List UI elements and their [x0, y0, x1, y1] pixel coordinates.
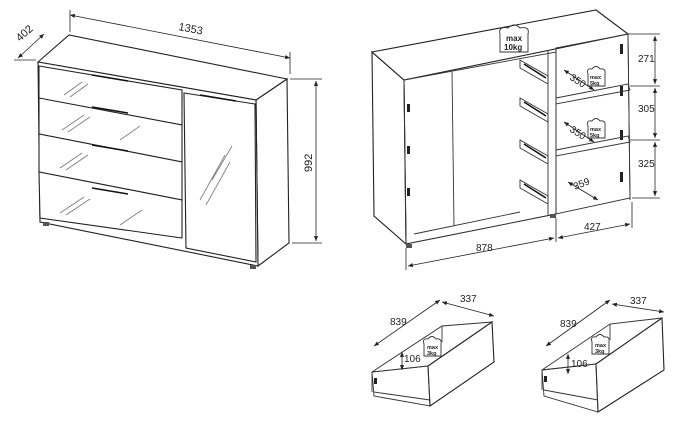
- drawer-left-height: 106: [404, 354, 421, 365]
- shelf-height-2: 305: [638, 104, 655, 115]
- shelf-upper: [555, 83, 631, 105]
- drawer-right-height: 106: [571, 359, 588, 370]
- main-sideboard-view: 1353 402 992: [14, 10, 322, 269]
- drawer-left-depth: 839: [390, 317, 407, 328]
- drawer-right-front: [595, 316, 665, 413]
- drawer-right-width: 337: [630, 296, 647, 307]
- weight-tag-shelf-1: max 5kg: [587, 66, 606, 87]
- right-width-label: 427: [584, 222, 601, 233]
- weight-tag-shelf-2-line1: max: [590, 127, 602, 133]
- foot: [250, 265, 256, 269]
- left-width-label: 878: [476, 243, 493, 254]
- drawer-detail-right: 839 337 106 max 3kg: [541, 296, 665, 413]
- shelf-lower: [555, 135, 631, 157]
- drawer-runner: [519, 97, 549, 123]
- drawer-runner: [519, 139, 549, 165]
- interior-view: max 10kg max 5kg max 5kg 350 350 359 271…: [370, 9, 660, 270]
- drawer-detail-left: 839 337 106 max 3kg: [371, 294, 495, 408]
- drawer-left-load-line2: 3kg: [427, 351, 436, 357]
- shelf-depth-3: 359: [572, 176, 592, 193]
- height-label: 992: [303, 154, 315, 172]
- weight-tag-top: max 10kg: [499, 24, 529, 53]
- drawer-left-front: [427, 320, 495, 408]
- weight-tag-top-line1: max: [506, 34, 523, 43]
- weight-tag-shelf-2-line2: 5kg: [590, 133, 599, 139]
- drawer-left-load-line1: max: [427, 345, 439, 351]
- shelf-depth-2: 350: [567, 124, 587, 143]
- shelf-height-1: 271: [638, 54, 655, 65]
- drawer-runner: [519, 179, 549, 205]
- side-panel: [255, 77, 290, 268]
- weight-tag-shelf-2: max 5kg: [587, 118, 606, 139]
- shelf-depth-1: 350: [567, 72, 587, 91]
- weight-tag-shelf-1-line2: 5kg: [590, 81, 599, 87]
- door-panel: [183, 92, 257, 263]
- weight-tag-top-line2: 10kg: [504, 43, 522, 52]
- drawer-left-width: 337: [460, 294, 477, 305]
- shelf-height-3: 325: [638, 159, 655, 170]
- width-label: 1353: [177, 21, 203, 37]
- interior-left-side: [371, 50, 407, 246]
- drawer-right-depth: 839: [560, 319, 577, 330]
- foot: [43, 222, 49, 226]
- drawer-right-load-line1: max: [595, 343, 607, 349]
- drawer-runner: [519, 59, 549, 85]
- drawer-right-load-line2: 3kg: [595, 349, 604, 355]
- drawer-front-4: [38, 171, 183, 239]
- depth-label: 402: [14, 23, 36, 44]
- weight-tag-shelf-1-line1: max: [590, 75, 602, 81]
